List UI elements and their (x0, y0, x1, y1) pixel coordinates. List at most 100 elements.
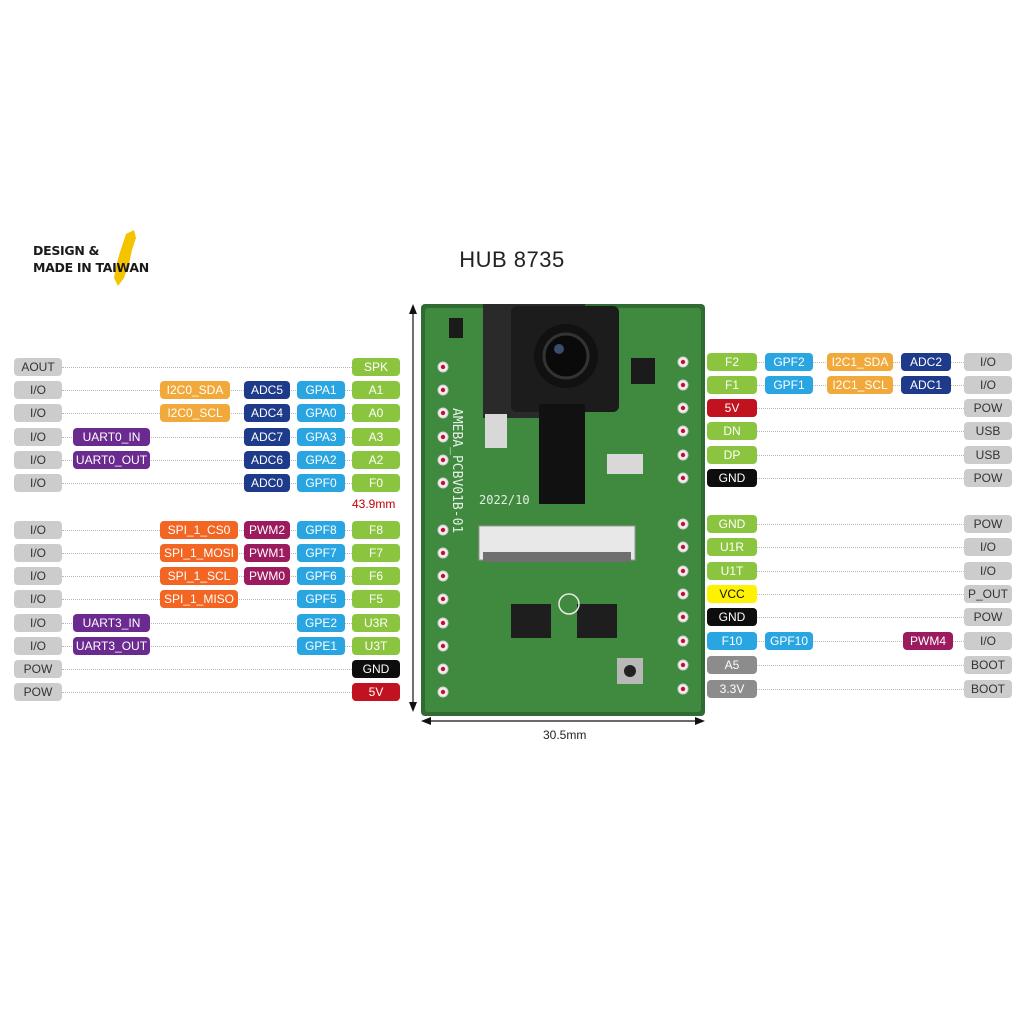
pin-name: F1 (707, 376, 757, 394)
gpio-function: GPF7 (297, 544, 345, 562)
header-hole-center (440, 620, 446, 626)
pin-name: A1 (352, 381, 400, 399)
pin-category: I/O (964, 632, 1012, 650)
gpio-function: GPF0 (297, 474, 345, 492)
i2c-function: I2C1_SDA (827, 353, 893, 371)
logo-line-1: DESIGN & (33, 243, 100, 258)
header-hole-center (440, 666, 446, 672)
pwm-function: PWM1 (244, 544, 290, 562)
pin-name: U3T (352, 637, 400, 655)
pin-category: I/O (964, 376, 1012, 394)
header-hole-center (440, 550, 446, 556)
header-hole-center (680, 382, 686, 388)
leader-line (757, 617, 964, 618)
header-hole-center (440, 480, 446, 486)
gpio-function: GPF1 (765, 376, 813, 394)
adc-function: ADC6 (244, 451, 290, 469)
leader-line (62, 692, 352, 693)
pin-category: I/O (14, 614, 62, 632)
pin-category: POW (964, 608, 1012, 626)
leader-line (757, 455, 964, 456)
gpio-function: GPF2 (765, 353, 813, 371)
leader-line (757, 571, 964, 572)
pin-category: I/O (14, 590, 62, 608)
pin-category: I/O (14, 381, 62, 399)
leader-line (757, 594, 964, 595)
height-dimension-label: 43.9mm (352, 497, 396, 511)
pin-name: U1R (707, 538, 757, 556)
header-hole-center (680, 521, 686, 527)
adc-function: ADC0 (244, 474, 290, 492)
gpio-function: GPF10 (765, 632, 813, 650)
pwm-function: PWM0 (244, 567, 290, 585)
pin-category: POW (964, 469, 1012, 487)
pin-name: GND (707, 608, 757, 626)
header-hole-center (440, 573, 446, 579)
right-header-holes (677, 356, 689, 695)
pin-name: GND (352, 660, 400, 678)
i2c-function: I2C0_SDA (160, 381, 230, 399)
right-pin-row: GND POW (0, 608, 1024, 626)
pin-category: POW (964, 515, 1012, 533)
pin-name: GND (707, 469, 757, 487)
pin-name: F8 (352, 521, 400, 539)
adc-function: ADC7 (244, 428, 290, 446)
pin-category: USB (964, 422, 1012, 440)
adc-function: ADC4 (244, 404, 290, 422)
gpio-function: GPE1 (297, 637, 345, 655)
pin-name: SPK (352, 358, 400, 376)
pin-category: I/O (964, 562, 1012, 580)
pcb-board: AMEBA_PCBV01B-01 2022/10 (421, 304, 705, 716)
leader-line (757, 547, 964, 548)
pin-category: AOUT (14, 358, 62, 376)
uart-function: UART0_IN (73, 428, 150, 446)
pin-category: I/O (14, 544, 62, 562)
gpio-function: GPA2 (297, 451, 345, 469)
header-hole-center (680, 405, 686, 411)
pin-category: I/O (14, 637, 62, 655)
pin-name: 3.3V (707, 680, 757, 698)
gpio-function: GPF8 (297, 521, 345, 539)
i2c-function: I2C1_SCL (827, 376, 893, 394)
pin-name: F5 (352, 590, 400, 608)
header-hole-center (440, 387, 446, 393)
left-pin-row: POW GND (0, 660, 1024, 678)
adc-function: ADC2 (901, 353, 951, 371)
logo-line-2: MADE IN TAIWAN (33, 260, 149, 275)
pin-category: USB (964, 446, 1012, 464)
header-hole-center (440, 527, 446, 533)
pin-name: F0 (352, 474, 400, 492)
leader-line (757, 478, 964, 479)
gpio-function: GPF5 (297, 590, 345, 608)
leader-line (62, 669, 352, 670)
pin-category: POW (14, 660, 62, 678)
camera-ribbon (539, 404, 585, 504)
taiwan-shape-icon (114, 230, 136, 286)
gpio-function: GPE2 (297, 614, 345, 632)
pin-name: 5V (707, 399, 757, 417)
gpio-function: GPA0 (297, 404, 345, 422)
uart-function: UART3_OUT (73, 637, 150, 655)
header-hole-center (680, 359, 686, 365)
pin-name: F10 (707, 632, 757, 650)
pin-name: F7 (352, 544, 400, 562)
pin-name: GND (707, 515, 757, 533)
header-hole-center (680, 452, 686, 458)
header-hole-center (440, 643, 446, 649)
header-hole-center (680, 662, 686, 668)
pin-name: VCC (707, 585, 757, 603)
board-model-silkscreen: AMEBA_PCBV01B-01 (449, 408, 464, 533)
